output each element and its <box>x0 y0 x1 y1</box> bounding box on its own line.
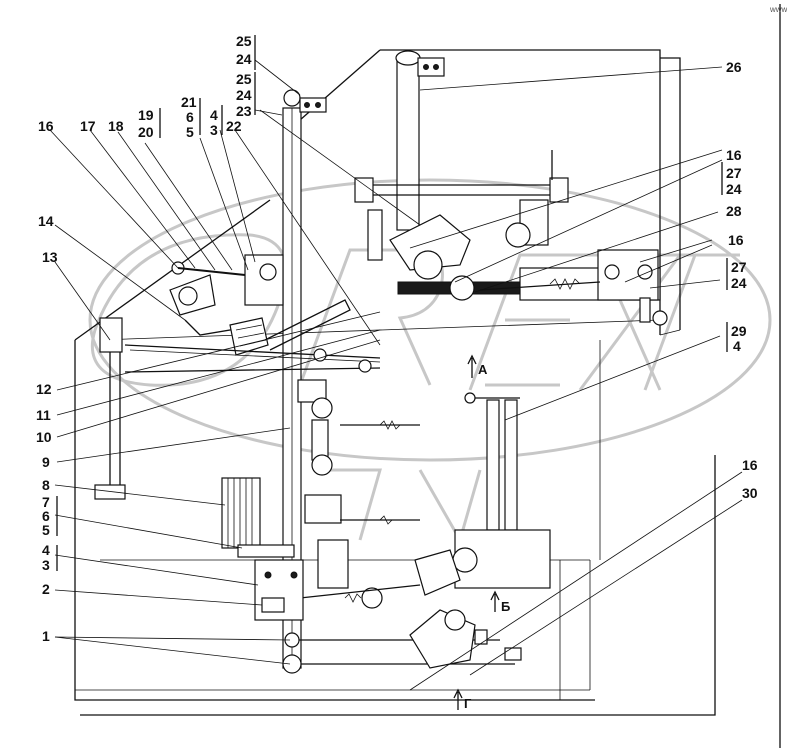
callout-20: 20 <box>138 124 154 140</box>
corner-mark: www <box>769 5 787 14</box>
accelerator-pedal <box>221 477 295 558</box>
callout-9: 9 <box>42 454 50 470</box>
callout-12: 12 <box>36 381 52 397</box>
callout-25: 25 <box>236 71 252 87</box>
callout-10: 10 <box>36 429 52 445</box>
callout-29: 29 <box>731 323 747 339</box>
callout-16: 16 <box>38 118 54 134</box>
callout-4: 4 <box>733 338 741 354</box>
callout-3: 3 <box>42 557 50 573</box>
pedal-pivot-assembly <box>169 254 284 336</box>
callout-25: 25 <box>236 33 252 49</box>
left-bracket <box>94 317 126 500</box>
callout-30: 30 <box>742 485 758 501</box>
callout-11: 11 <box>36 407 51 423</box>
callout-2: 2 <box>42 581 50 597</box>
callout-7: 7 <box>42 494 50 510</box>
view-b-label: Б <box>501 599 510 614</box>
control-rods <box>124 344 381 373</box>
callout-24: 24 <box>726 181 742 197</box>
right-vertical-tube <box>464 392 520 531</box>
callout-6: 6 <box>186 109 194 125</box>
column-components <box>297 379 420 589</box>
callout-24: 24 <box>731 275 747 291</box>
callout-16: 16 <box>742 457 758 473</box>
callout-4: 4 <box>42 542 50 558</box>
lower-bracket <box>254 559 304 621</box>
right-linkage-assembly <box>479 249 668 326</box>
callout-16: 16 <box>728 232 744 248</box>
callout-27: 27 <box>731 259 747 275</box>
view-labels: A Б Г <box>464 362 510 711</box>
central-mechanism <box>299 529 551 609</box>
callout-23: 23 <box>236 103 252 119</box>
view-g-label: Г <box>464 696 472 711</box>
callout-22: 22 <box>226 118 242 134</box>
callout-5: 5 <box>42 522 50 538</box>
view-a-label: A <box>478 362 488 377</box>
callout-4: 4 <box>210 107 218 123</box>
callout-16: 16 <box>726 147 742 163</box>
callout-1: 1 <box>42 628 50 644</box>
callout-24: 24 <box>236 87 252 103</box>
callout-26: 26 <box>726 59 742 75</box>
callout-21: 21 <box>181 94 197 110</box>
callout-3: 3 <box>210 122 218 138</box>
callout-17: 17 <box>80 118 96 134</box>
view-markers <box>453 354 500 710</box>
upper-shaft-assembly <box>354 50 569 301</box>
callout-labels: www 25 24 25 24 23 26 16 17 18 19 20 21 … <box>36 5 787 644</box>
callout-28: 28 <box>726 203 742 219</box>
callout-14: 14 <box>38 213 54 229</box>
callout-6: 6 <box>42 508 50 524</box>
callout-18: 18 <box>108 118 124 134</box>
top-clamp <box>283 89 327 113</box>
callout-13: 13 <box>42 249 58 265</box>
callout-24: 24 <box>236 51 252 67</box>
lower-linkage <box>282 609 522 674</box>
leader-lines <box>49 59 743 691</box>
callout-27: 27 <box>726 165 742 181</box>
callout-8: 8 <box>42 477 50 493</box>
callout-19: 19 <box>138 107 154 123</box>
callout-bars <box>56 35 728 571</box>
callout-5: 5 <box>186 124 194 140</box>
